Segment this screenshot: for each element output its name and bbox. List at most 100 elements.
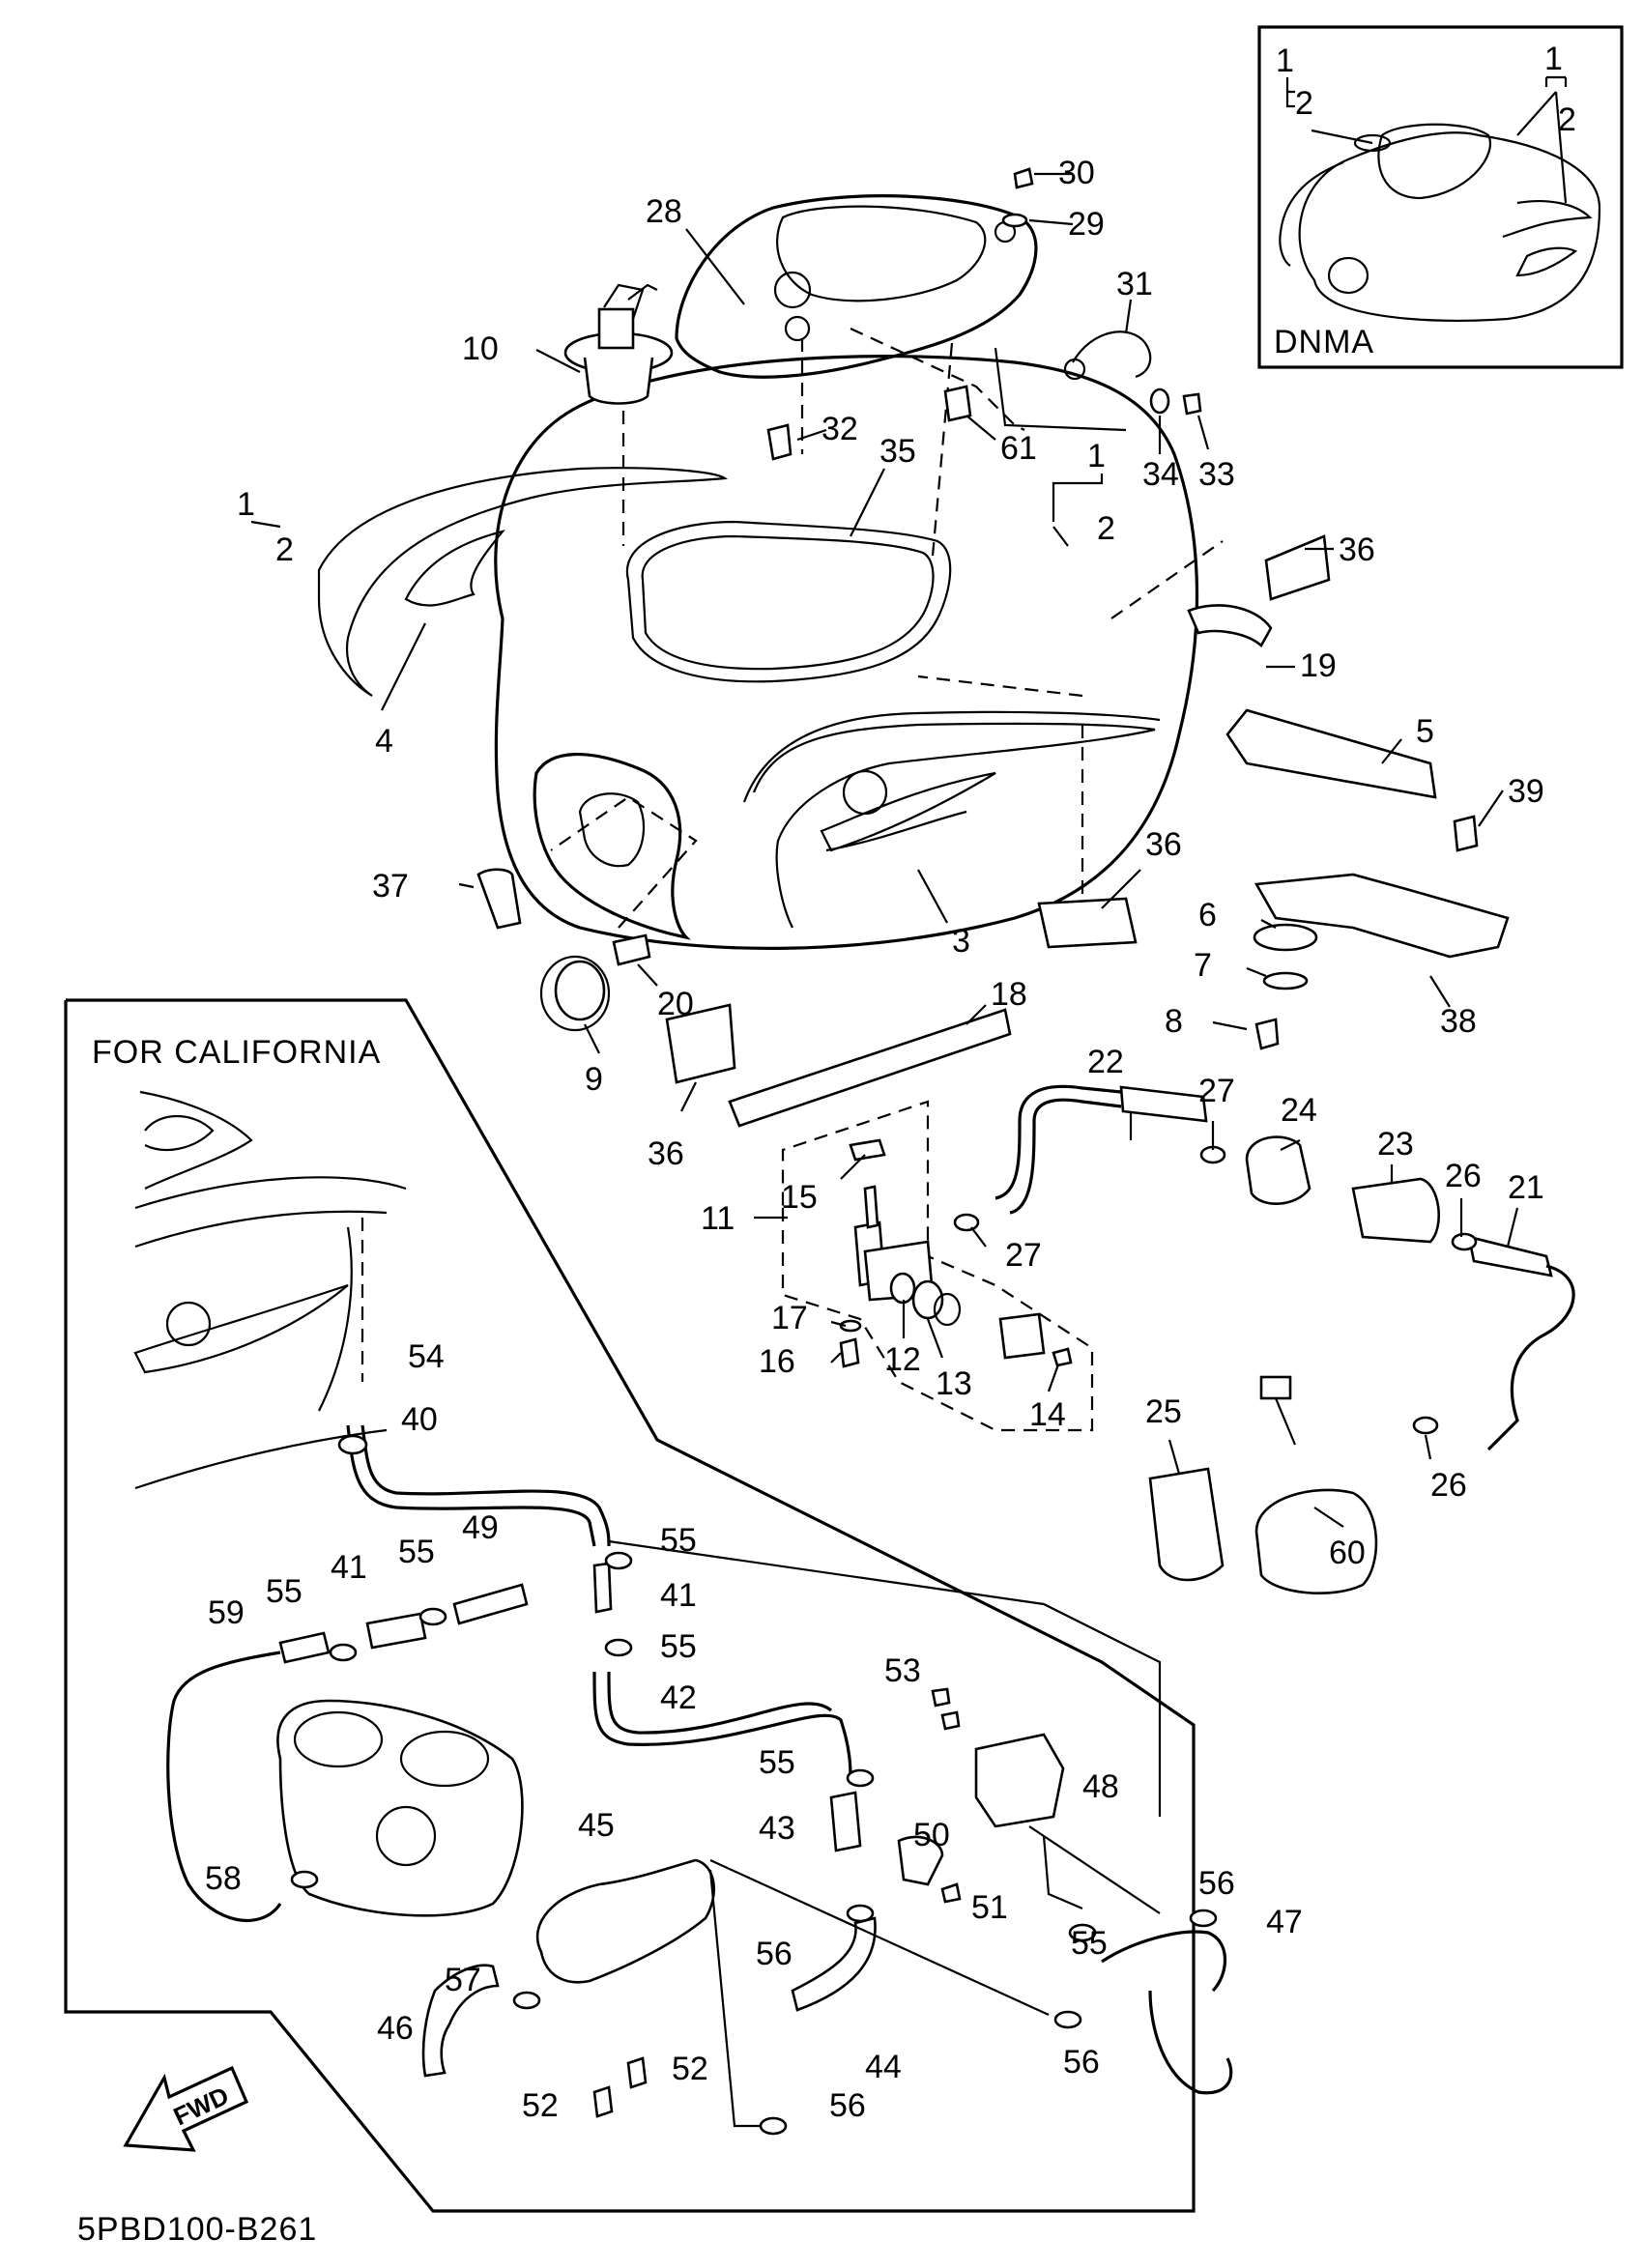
callout-4: 4 [375,723,393,760]
washer-7-shape [1262,971,1309,990]
callout-12: 12 [884,1341,921,1378]
callout-25: 25 [1145,1393,1182,1430]
clip-32-shape [766,423,793,461]
fuel-tank-main [317,355,1224,950]
washer-17-shape [839,1319,862,1333]
callout-44: 44 [865,2049,902,2085]
pad-36-c [665,1003,736,1084]
callout-40: 40 [401,1401,438,1438]
callout-55-b: 55 [398,1534,435,1570]
filter-23-shape [1351,1177,1441,1244]
washer-34-shape [1149,388,1170,415]
inset-label: DNMA [1274,324,1374,360]
strip-18 [728,1008,1012,1128]
trim-19 [1187,604,1273,648]
callout-34: 34 [1142,456,1179,493]
callout-55-d: 55 [660,1628,697,1665]
callout-56-c: 56 [1063,2044,1100,2081]
clamp-58-shape [290,1870,319,1889]
clamp-56-d-shape [759,2116,788,2136]
grommet-6-shape [1253,923,1318,952]
callout-41-b: 41 [660,1577,697,1614]
callout-20: 20 [657,986,694,1022]
valve-43-shape [829,1791,862,1852]
fuel-cock-assembly [839,1138,1073,1368]
callout-27-b: 27 [1005,1237,1042,1274]
fuel-line-assembly [953,1084,1575,1594]
california-label: FOR CALIFORNIA [92,1034,381,1071]
callout-36-a: 36 [1339,531,1375,568]
callout-16: 16 [759,1343,795,1380]
valve-48-shape [974,1733,1065,1828]
oring-12-shape [889,1272,916,1305]
callout-56-b: 56 [756,1936,793,1972]
callout-42: 42 [660,1679,697,1716]
callout-17: 17 [771,1300,808,1336]
clamp-56-c-shape [1053,2010,1082,2029]
callout-35: 35 [879,433,916,470]
callout-37: 37 [372,868,409,904]
clamp-55-d-shape [418,1607,447,1626]
hose-46-shape [421,1964,500,2078]
gasket-15-shape [849,1138,886,1162]
callout-55-e: 55 [759,1744,795,1781]
callout-56-d: 56 [829,2087,866,2124]
callout-41-a: 41 [331,1549,367,1586]
bracket-25-shape [1148,1467,1225,1582]
callout-29: 29 [1068,206,1105,243]
callout-30: 30 [1058,155,1095,191]
clamp-55-c-shape [329,1643,358,1662]
pad-36-a [1264,534,1331,601]
callout-38: 38 [1440,1003,1477,1040]
callout-46: 46 [377,2010,414,2047]
callout-51: 51 [971,1889,1008,1926]
canister-45-shape [535,1858,715,1984]
bracket-5-38 [1225,708,1510,1050]
callout-49: 49 [462,1509,499,1546]
pump-60-shape [1254,1488,1378,1594]
hose-22-shape [1119,1085,1208,1123]
bolt-30-shape [1013,167,1034,189]
callout-19: 19 [1300,647,1337,684]
bolt-33-shape [1182,392,1202,416]
callout-32: 32 [822,411,858,447]
callout-39: 39 [1508,773,1544,810]
grommet-9 [554,960,606,1021]
callout-1-left: 1 [237,486,255,523]
callout-5: 5 [1416,713,1434,750]
callout-11: 11 [701,1200,735,1237]
callout-1-main: 1 [1087,438,1106,474]
clamp-54-shape [337,1434,368,1455]
callout-55-f: 55 [1071,1925,1108,1962]
callout-50: 50 [913,1817,950,1853]
callout-61: 61 [1000,430,1037,467]
callout-24: 24 [1281,1092,1317,1129]
clamp-56-a-shape [846,1904,875,1923]
clamp-57-shape [512,1991,541,2010]
joint-41-a-shape [365,1612,427,1650]
screw-14-shape [1052,1347,1073,1367]
clip-50-shape [897,1835,944,1886]
joint-24-shape [1245,1135,1312,1205]
screw-51-shape [940,1882,962,1904]
clamp-55-f-shape [1068,1923,1097,1942]
callout-10: 10 [462,330,499,367]
callout-47: 47 [1266,1904,1303,1940]
callout-56-a: 56 [1198,1865,1235,1902]
callout-23: 23 [1377,1126,1414,1163]
callout-18: 18 [991,976,1027,1013]
callout-43: 43 [759,1810,795,1847]
callout-1-inset-a: 1 [1276,43,1294,79]
clamp-55-e-shape [846,1768,875,1788]
dnma-inset-frame [1257,25,1624,369]
bracket-31 [766,167,1202,461]
callout-54: 54 [408,1338,445,1375]
bolt-39-shape [1453,815,1479,852]
clamp-55-a-shape [604,1551,633,1570]
damper-20 [612,933,651,966]
callout-22: 22 [1087,1044,1124,1080]
callout-48: 48 [1082,1768,1119,1805]
callout-36-c: 36 [648,1135,684,1172]
callout-21: 21 [1508,1169,1544,1206]
